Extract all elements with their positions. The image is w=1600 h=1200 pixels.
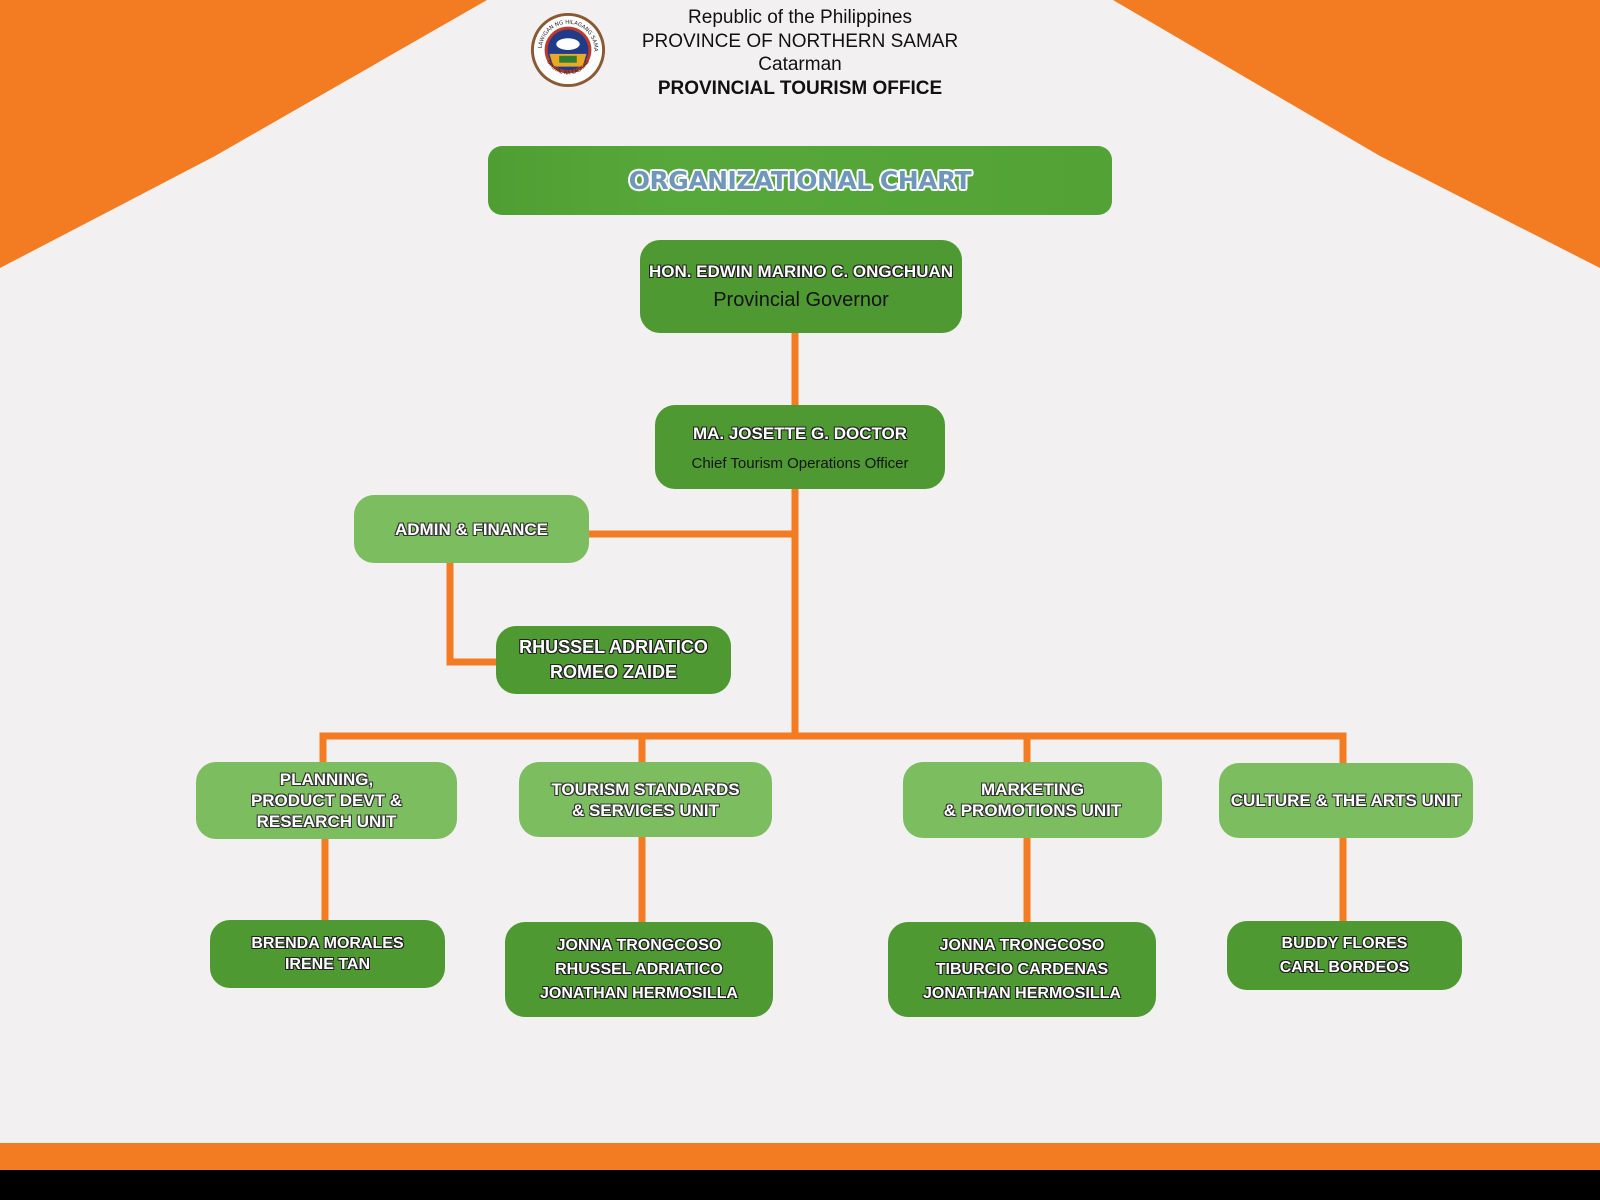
admin-staff-box: RHUSSEL ADRIATICO ROMEO ZAIDE bbox=[496, 626, 731, 694]
black-footer-band bbox=[0, 1170, 1600, 1200]
unit-planning-label: PLANNING, PRODUCT DEVT & RESEARCH UNIT bbox=[250, 770, 403, 831]
chief-role: Chief Tourism Operations Officer bbox=[691, 454, 909, 472]
staff-planning-names: BRENDA MORALES IRENE TAN bbox=[251, 935, 404, 973]
unit-planning-box: PLANNING, PRODUCT DEVT & RESEARCH UNIT bbox=[196, 762, 457, 839]
chart-title: ORGANIZATIONAL CHART bbox=[628, 166, 972, 195]
staff-standards-names: JONNA TRONGCOSO RHUSSEL ADRIATICO JONATH… bbox=[540, 936, 738, 1002]
unit-marketing-label: MARKETING & PROMOTIONS UNIT bbox=[943, 780, 1122, 820]
staff-culture-box: BUDDY FLORES CARL BORDEOS bbox=[1227, 921, 1462, 990]
governor-name: HON. EDWIN MARINO C. ONGCHUAN bbox=[648, 262, 954, 281]
orange-corner-left bbox=[0, 0, 487, 268]
orange-footer-band bbox=[0, 1143, 1600, 1170]
unit-standards-box: TOURISM STANDARDS & SERVICES UNIT bbox=[519, 762, 772, 837]
admin-finance-label: ADMIN & FINANCE bbox=[395, 519, 548, 539]
unit-culture-label: CULTURE & THE ARTS UNIT bbox=[1230, 791, 1462, 810]
staff-culture-names: BUDDY FLORES CARL BORDEOS bbox=[1279, 934, 1410, 976]
header-province: PROVINCE OF NORTHERN SAMAR bbox=[641, 30, 959, 52]
governor-box: HON. EDWIN MARINO C. ONGCHUAN Provincial… bbox=[640, 240, 962, 333]
chief-name: MA. JOSETTE G. DOCTOR bbox=[692, 423, 908, 443]
header-city: Catarman bbox=[758, 54, 842, 75]
staff-marketing-box: JONNA TRONGCOSO TIBURCIO CARDENAS JONATH… bbox=[888, 922, 1156, 1017]
unit-standards-label: TOURISM STANDARDS & SERVICES UNIT bbox=[551, 779, 740, 820]
chart-title-banner: ORGANIZATIONAL CHART bbox=[488, 146, 1112, 215]
admin-finance-box: ADMIN & FINANCE bbox=[354, 495, 589, 563]
unit-marketing-box: MARKETING & PROMOTIONS UNIT bbox=[903, 762, 1162, 838]
chief-box: MA. JOSETTE G. DOCTOR Chief Tourism Oper… bbox=[655, 405, 945, 489]
orange-corner-right bbox=[1113, 0, 1600, 268]
staff-marketing-names: JONNA TRONGCOSO TIBURCIO CARDENAS JONATH… bbox=[923, 936, 1121, 1002]
admin-staff-names: RHUSSEL ADRIATICO ROMEO ZAIDE bbox=[519, 637, 708, 682]
header-republic: Republic of the Philippines bbox=[688, 7, 912, 28]
provincial-seal: LALAWIGAN NG HILAGANG SAMAR OPISYAL NA S… bbox=[529, 11, 606, 88]
governor-role: Provincial Governor bbox=[713, 289, 889, 311]
staff-standards-box: JONNA TRONGCOSO RHUSSEL ADRIATICO JONATH… bbox=[505, 922, 773, 1017]
connector-lines bbox=[319, 332, 1347, 922]
header: Republic of the Philippines PROVINCE OF … bbox=[600, 6, 1000, 100]
header-office: PROVINCIAL TOURISM OFFICE bbox=[657, 77, 943, 99]
unit-culture-box: CULTURE & THE ARTS UNIT bbox=[1219, 763, 1473, 838]
staff-planning-box: BRENDA MORALES IRENE TAN bbox=[210, 920, 445, 988]
